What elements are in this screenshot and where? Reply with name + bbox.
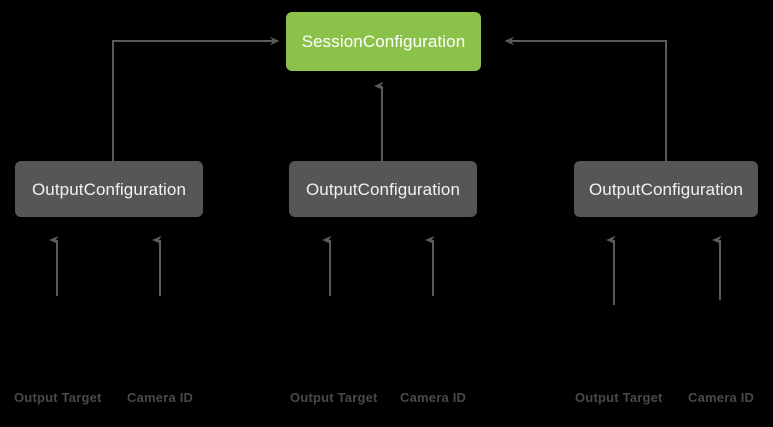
leaf-label-output-target-left: Output Target — [14, 390, 102, 405]
node-session-configuration[interactable]: SessionConfiguration — [286, 12, 481, 71]
leaf-label-camera-id-center: Camera ID — [400, 390, 467, 405]
edge-right-to-session — [506, 41, 667, 161]
node-output-configuration-left-label: OutputConfiguration — [31, 179, 187, 199]
node-output-configuration-center[interactable]: OutputConfiguration — [289, 161, 477, 217]
leaf-label-camera-id-right: Camera ID — [688, 390, 755, 405]
node-output-configuration-right-label: OutputConfiguration — [588, 179, 744, 199]
leaf-label-output-target-center: Output Target — [290, 390, 378, 405]
leaf-label-output-target-right: Output Target — [575, 390, 663, 405]
leaf-label-camera-id-left: Camera ID — [127, 390, 194, 405]
node-output-configuration-left[interactable]: OutputConfiguration — [15, 161, 203, 217]
node-session-configuration-label: SessionConfiguration — [301, 32, 466, 51]
edge-left-to-session — [112, 41, 278, 161]
node-output-configuration-center-label: OutputConfiguration — [305, 179, 461, 199]
node-output-configuration-right[interactable]: OutputConfiguration — [574, 161, 758, 217]
